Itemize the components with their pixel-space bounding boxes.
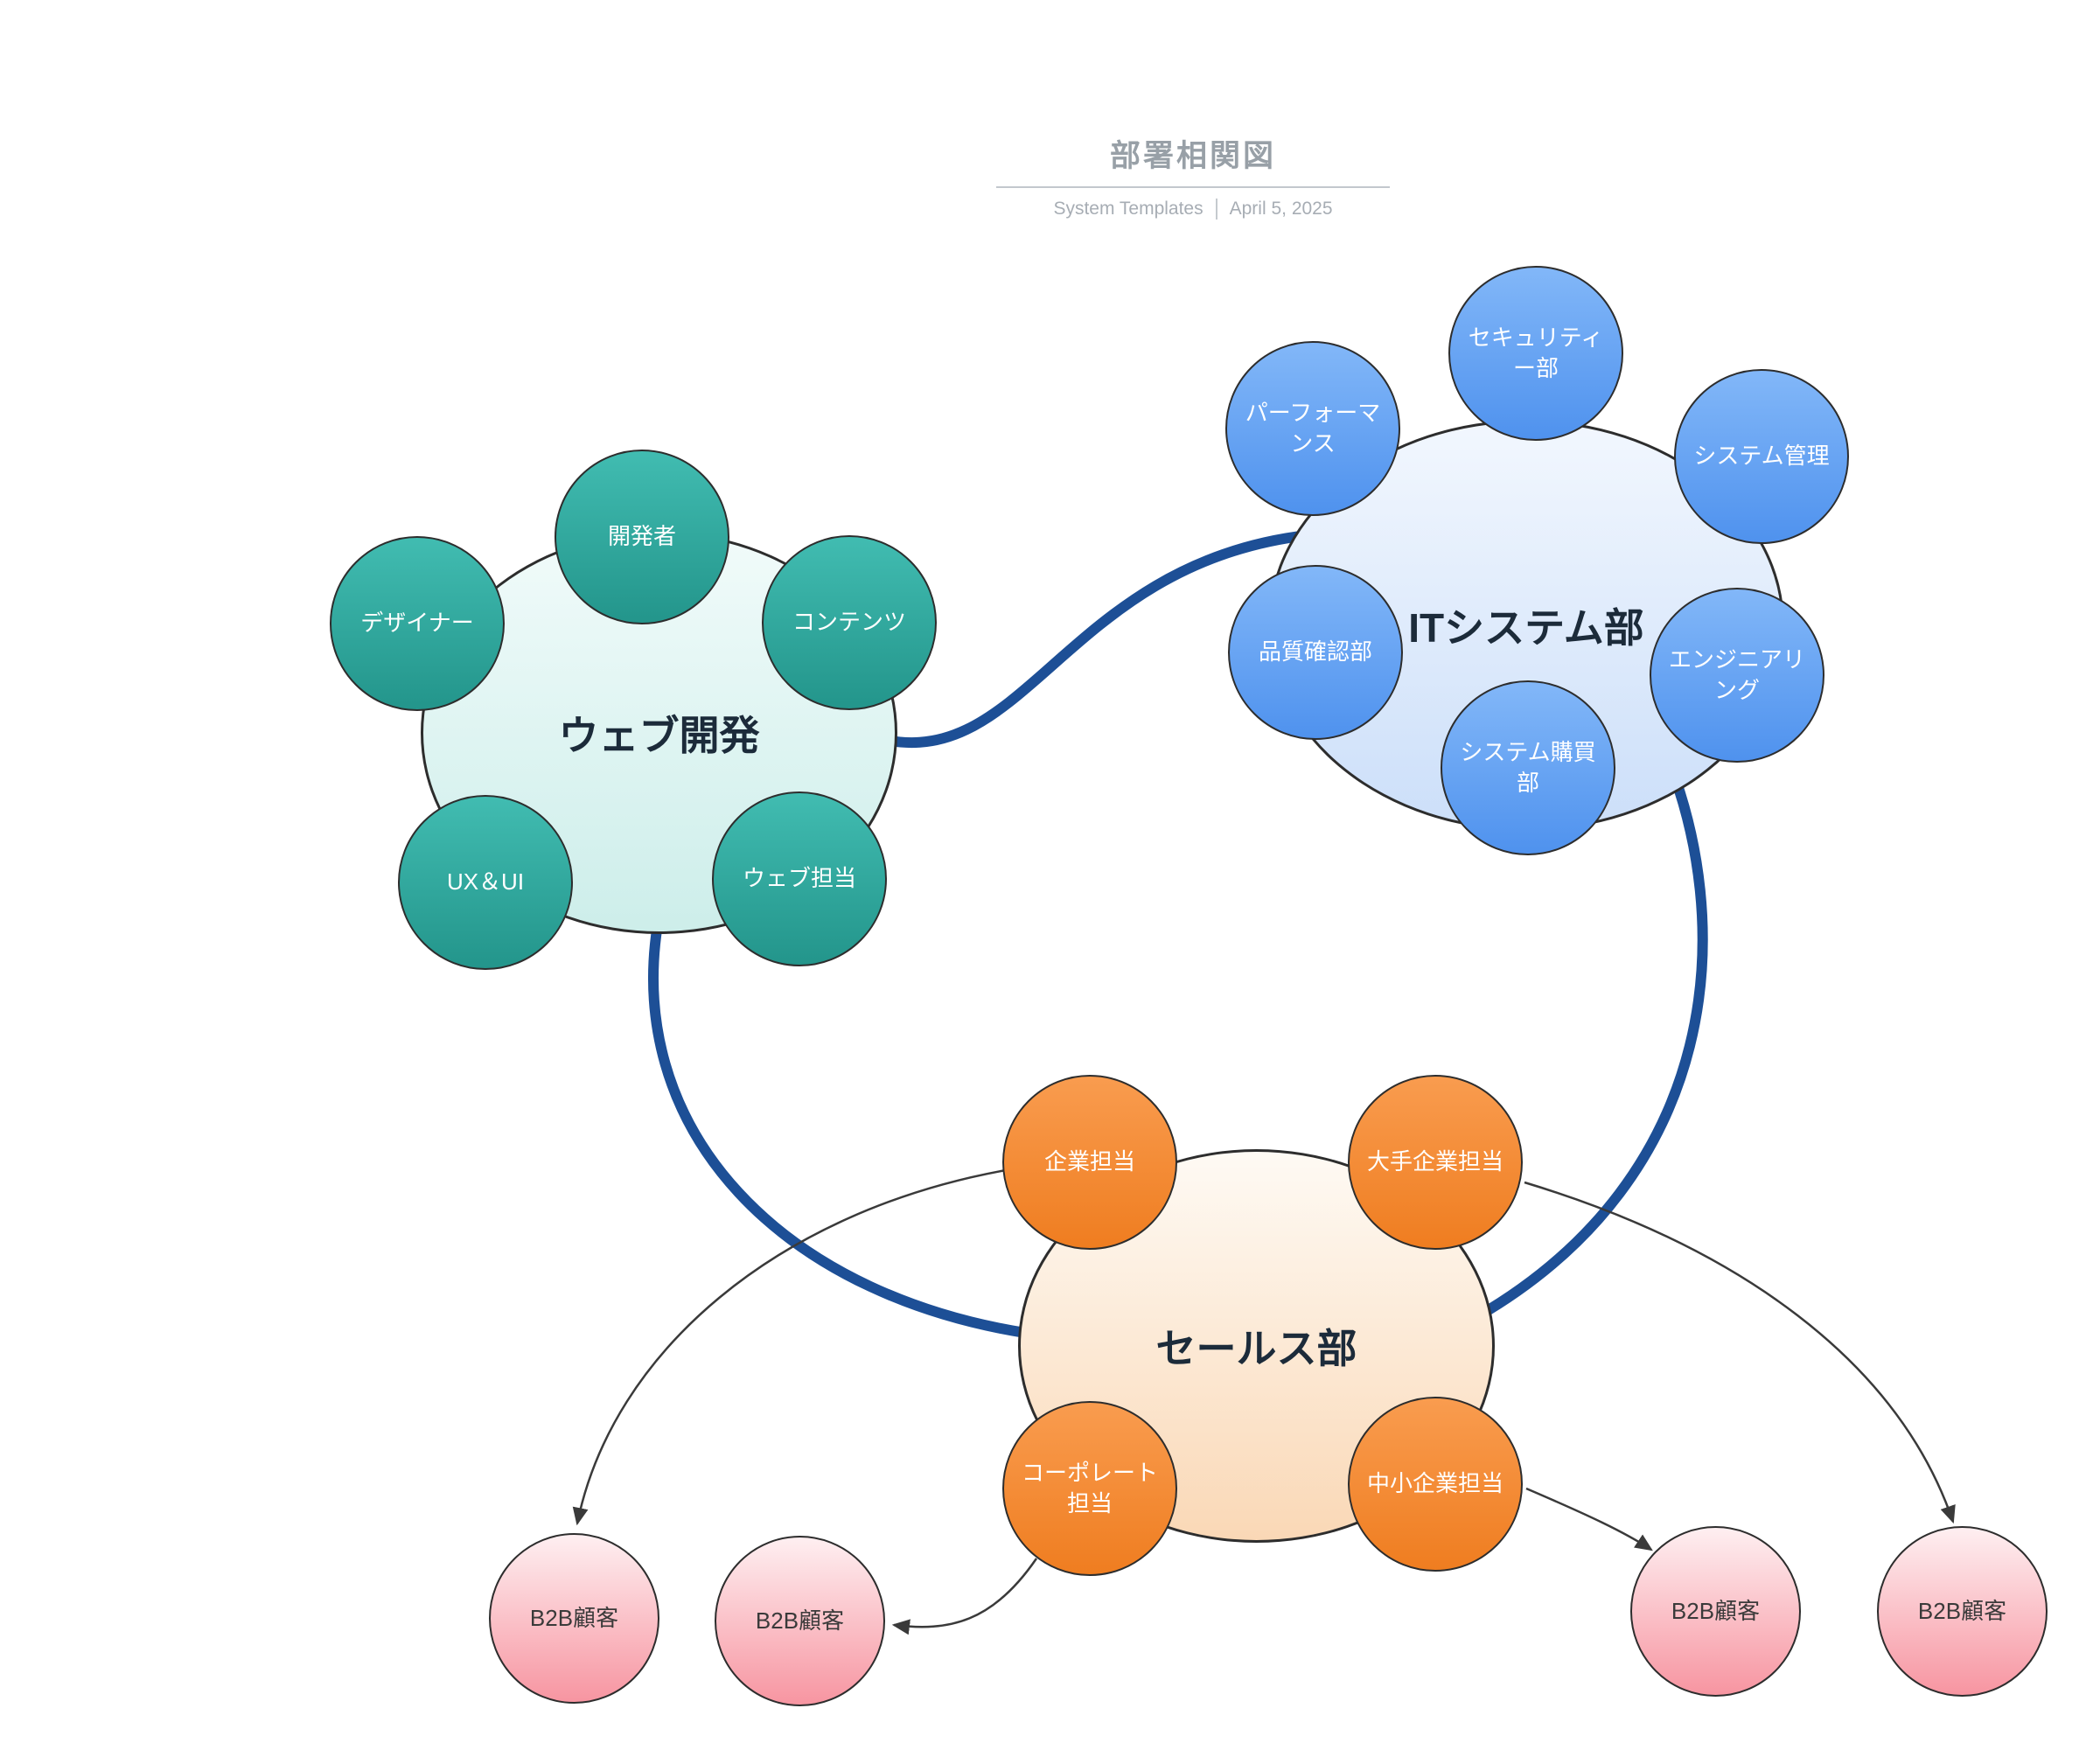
arrow-corporate-accounts-to-b2b-1 bbox=[572, 1168, 1007, 1526]
node-it-security-label: セキュリティー部 bbox=[1468, 324, 1604, 381]
node-web-staff-label: ウェブ担当 bbox=[742, 865, 856, 892]
node-b2b-customer-4-label: B2B顧客 bbox=[1917, 1597, 2007, 1624]
node-it-performance[interactable]: パーフォーマンス bbox=[1225, 341, 1400, 516]
node-b2b-customer-1[interactable]: B2B顧客 bbox=[489, 1533, 659, 1704]
node-it-qa[interactable]: 品質確認部 bbox=[1228, 565, 1403, 740]
subtitle-source: System Templates bbox=[1053, 199, 1203, 219]
title-underline bbox=[996, 186, 1390, 188]
arrow-major-accounts-to-b2b-4 bbox=[1524, 1181, 1956, 1524]
node-it-sysadmin[interactable]: システム管理 bbox=[1674, 369, 1849, 544]
node-web-uxui[interactable]: UX＆UI bbox=[398, 795, 573, 970]
node-web-designer[interactable]: デザイナー bbox=[330, 536, 505, 711]
subtitle-date: April 5, 2025 bbox=[1229, 199, 1333, 219]
cluster-web-dev-label: ウェブ開発 bbox=[558, 713, 760, 758]
node-sales-sme-label: 中小企業担当 bbox=[1366, 1470, 1503, 1497]
node-sales-major-accounts[interactable]: 大手企業担当 bbox=[1348, 1075, 1523, 1250]
cluster-it-system-label: ITシステム部 bbox=[1408, 605, 1644, 651]
node-b2b-customer-1-label: B2B顧客 bbox=[529, 1604, 619, 1631]
node-it-qa-label: 品質確認部 bbox=[1258, 638, 1372, 666]
node-it-performance-label: パーフォーマンス bbox=[1245, 399, 1381, 457]
diagram-title: 部署相関図 bbox=[1109, 139, 1276, 173]
node-b2b-customer-3-label: B2B顧客 bbox=[1671, 1597, 1761, 1624]
node-it-engineering-label: エンジニアリング bbox=[1668, 645, 1805, 703]
diagram-subtitle: System Templates April 5, 2025 bbox=[974, 199, 1412, 220]
node-web-uxui-label: UX＆UI bbox=[446, 868, 525, 896]
arrow-sme-to-b2b-3 bbox=[1525, 1487, 1653, 1551]
edge-webdev-sales bbox=[648, 904, 1055, 1342]
node-it-procurement[interactable]: システム購買部 bbox=[1441, 680, 1615, 855]
node-web-developer[interactable]: 開発者 bbox=[555, 450, 729, 624]
node-it-sysadmin-label: システム管理 bbox=[1693, 443, 1830, 470]
node-web-developer-label: 開発者 bbox=[607, 523, 676, 550]
diagram-header: 部署相関図 System Templates April 5, 2025 bbox=[974, 131, 1412, 220]
node-sales-corporate-accounts-label: 企業担当 bbox=[1043, 1148, 1135, 1175]
node-web-content-label: コンテンツ bbox=[792, 609, 906, 636]
node-b2b-customer-2-label: B2B顧客 bbox=[755, 1607, 845, 1634]
cluster-sales-label: セールス部 bbox=[1155, 1326, 1357, 1371]
arrow-corporate-team-to-b2b-2 bbox=[891, 1558, 1038, 1635]
node-it-security[interactable]: セキュリティー部 bbox=[1448, 266, 1623, 441]
node-it-procurement-label: システム購買部 bbox=[1460, 738, 1596, 796]
node-b2b-customer-4[interactable]: B2B顧客 bbox=[1877, 1526, 2048, 1697]
node-sales-corporate-team-label: コーポレート担当 bbox=[1021, 1459, 1158, 1516]
node-sales-corporate-accounts[interactable]: 企業担当 bbox=[1002, 1075, 1177, 1250]
node-web-designer-label: デザイナー bbox=[360, 610, 474, 637]
node-web-staff[interactable]: ウェブ担当 bbox=[712, 791, 887, 966]
edge-webdev-itsystem bbox=[861, 530, 1313, 749]
node-b2b-customer-3[interactable]: B2B顧客 bbox=[1630, 1526, 1801, 1697]
subtitle-divider bbox=[1215, 199, 1217, 220]
node-sales-corporate-team[interactable]: コーポレート担当 bbox=[1002, 1401, 1177, 1576]
node-b2b-customer-2[interactable]: B2B顧客 bbox=[715, 1536, 885, 1706]
node-sales-sme[interactable]: 中小企業担当 bbox=[1348, 1397, 1523, 1572]
edge-itsystem-sales bbox=[1473, 738, 1708, 1321]
node-it-engineering[interactable]: エンジニアリング bbox=[1650, 588, 1824, 763]
node-web-content[interactable]: コンテンツ bbox=[762, 535, 937, 710]
node-sales-major-accounts-label: 大手企業担当 bbox=[1366, 1148, 1503, 1175]
